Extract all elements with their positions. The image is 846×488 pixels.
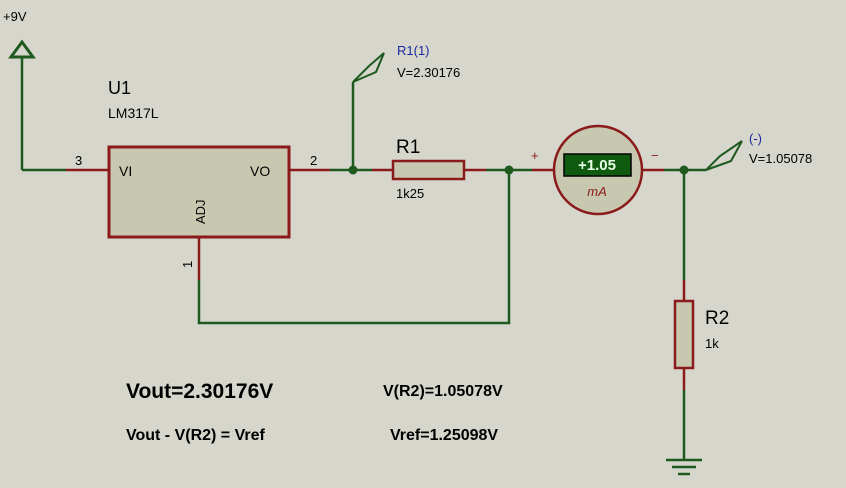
note-formula: Vout - V(R2) = Vref — [126, 427, 266, 444]
ammeter-reading: +1.05 — [578, 157, 616, 174]
probe-r1-icon[interactable] — [352, 52, 385, 83]
note-vr2: V(R2)=1.05078V — [383, 383, 503, 400]
probe-minus-icon[interactable] — [705, 140, 743, 171]
probe-r1-reading: V=2.30176 — [397, 65, 460, 80]
wire-adj-feedback[interactable] — [197, 170, 511, 325]
ammeter-unit: mA — [587, 184, 607, 199]
r2-value: 1k — [705, 336, 719, 351]
ammeter-display — [563, 153, 632, 177]
resistor-r1-body[interactable] — [391, 159, 466, 181]
supply-terminal[interactable] — [8, 39, 36, 170]
probe-r1-name: R1(1) — [397, 43, 430, 58]
pin1-number: 1 — [180, 261, 195, 268]
pin-vo-label: VO — [250, 163, 270, 179]
regulator-ref: U1 — [108, 78, 131, 98]
r1-ref: R1 — [396, 137, 420, 158]
ground-icon — [666, 458, 702, 476]
pin-adj-label: ADJ — [193, 199, 208, 224]
r2-ref: R2 — [705, 308, 729, 329]
resistor-r2-body[interactable] — [673, 299, 695, 370]
r1-value: 1k25 — [396, 186, 424, 201]
pin3-number: 3 — [75, 153, 82, 168]
note-vout: Vout=2.30176V — [126, 380, 273, 403]
probe-minus-reading: V=1.05078 — [749, 151, 812, 166]
supply-label: +9V — [3, 9, 27, 24]
regulator-part: LM317L — [108, 105, 159, 121]
regulator-body[interactable] — [107, 145, 291, 239]
probe-minus-name: (-) — [749, 131, 762, 146]
note-vref: Vref=1.25098V — [390, 427, 498, 444]
pin-vi-label: VI — [119, 163, 132, 179]
ammeter-plus-sign: + — [531, 148, 539, 163]
pin2-number: 2 — [310, 153, 317, 168]
ammeter-minus-sign: − — [651, 148, 659, 163]
